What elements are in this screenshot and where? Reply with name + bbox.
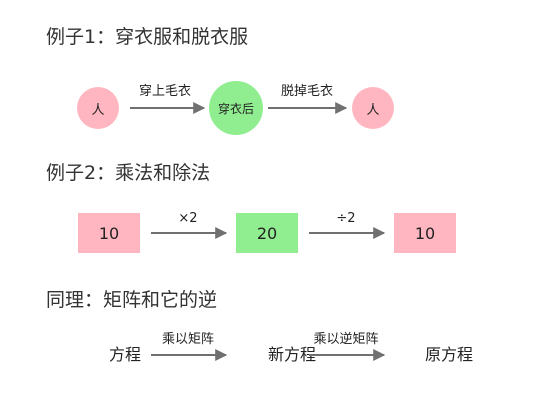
- node-value-start-label: 10: [98, 223, 120, 243]
- node-value-start: 10: [78, 213, 140, 253]
- node-original-equation: 原方程: [425, 345, 474, 364]
- example-3-heading: 同理：矩阵和它的逆: [46, 289, 218, 311]
- example-1-heading: 例子1：穿衣服和脱衣服: [46, 26, 249, 48]
- node-value-doubled: 20: [236, 213, 298, 253]
- node-value-doubled-label: 20: [256, 223, 278, 243]
- node-person-end-label: 人: [366, 102, 380, 118]
- edge-label-times-two: ×2: [178, 211, 198, 226]
- node-person-start-label: 人: [91, 102, 105, 118]
- node-new-equation: 新方程: [268, 345, 317, 364]
- example-2-heading: 例子2：乘法和除法: [46, 162, 211, 184]
- edge-label-divide-two: ÷2: [336, 211, 356, 226]
- edge-label-multiply-inverse: 乘以逆矩阵: [313, 332, 379, 347]
- node-person-end: 人: [352, 87, 394, 129]
- edge-label-put-on-sweater: 穿上毛衣: [138, 84, 192, 99]
- edge-label-multiply-matrix: 乘以矩阵: [161, 332, 215, 347]
- edge-label-take-off-sweater: 脱掉毛衣: [280, 84, 334, 99]
- node-dressed: 穿衣后: [209, 81, 263, 135]
- node-value-end: 10: [394, 213, 456, 253]
- node-dressed-label: 穿衣后: [217, 101, 254, 116]
- node-person-start: 人: [77, 87, 119, 129]
- node-value-end-label: 10: [414, 223, 436, 243]
- node-equation: 方程: [109, 345, 142, 364]
